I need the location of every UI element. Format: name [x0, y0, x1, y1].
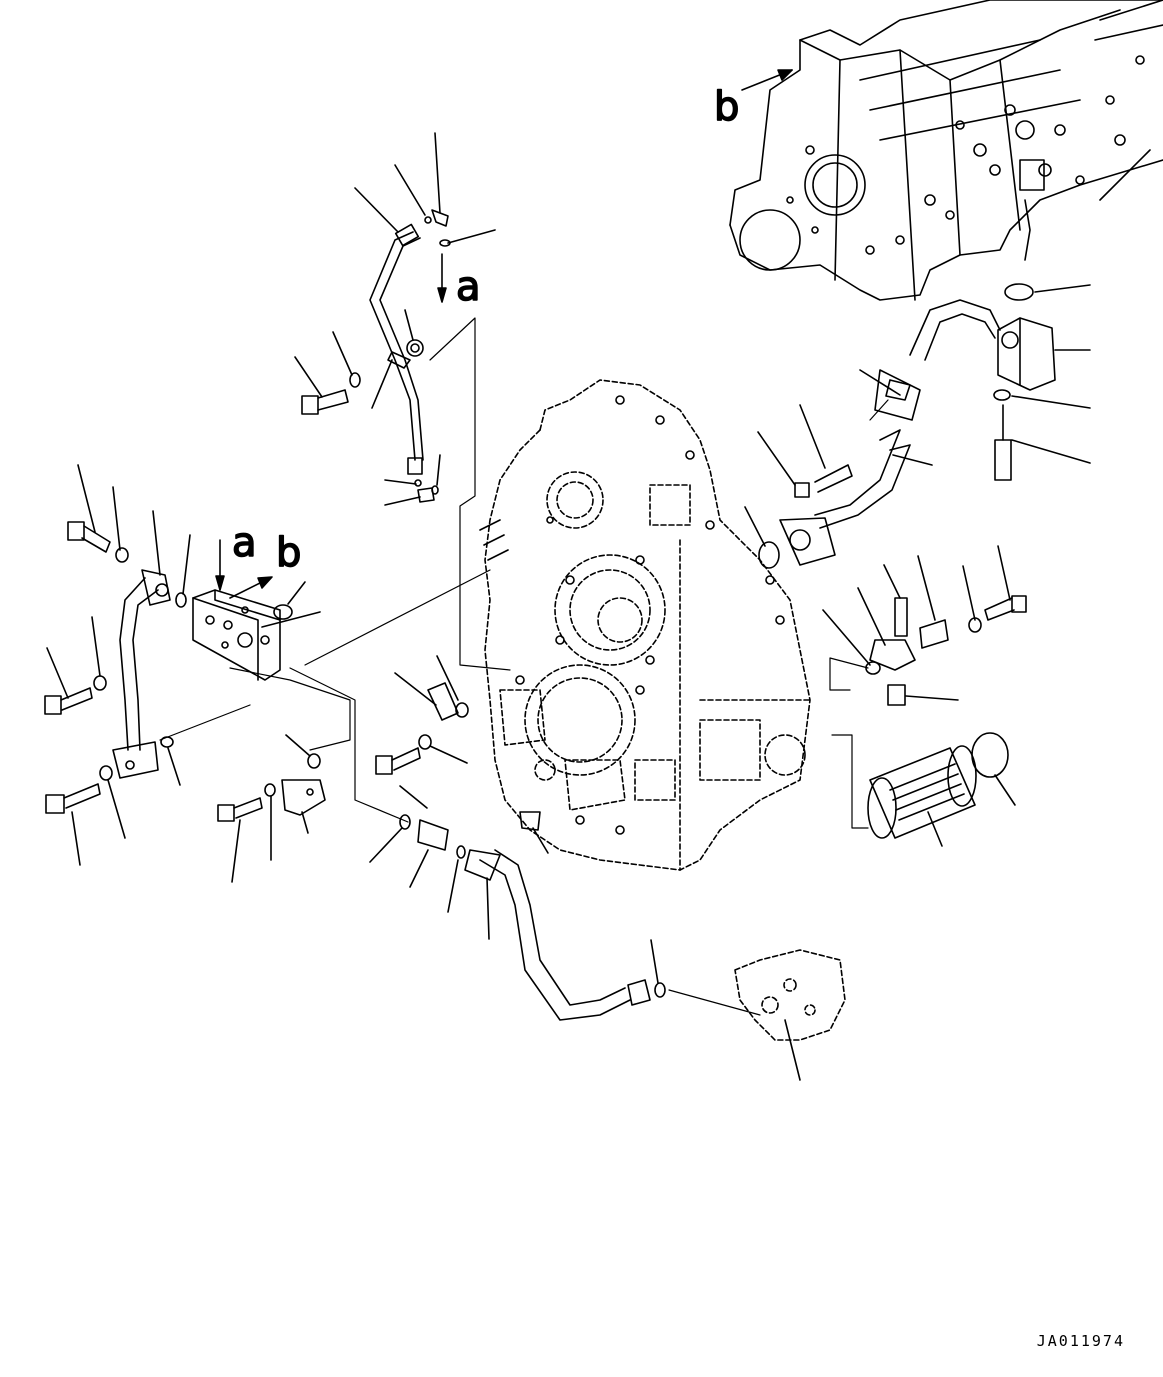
bolts-left	[45, 522, 128, 813]
leader-lines-left	[47, 465, 320, 865]
leader-valve	[785, 1020, 800, 1080]
drawing-code: JA011974	[1036, 1332, 1125, 1350]
engine-block	[730, 0, 1163, 300]
transmission-housing	[485, 380, 810, 870]
arrow-b-left	[230, 577, 272, 598]
housing-bolts	[516, 396, 784, 834]
callout-a-left: a	[232, 520, 257, 566]
right-flange-hose	[745, 370, 932, 568]
arrow-b-engine	[742, 70, 792, 90]
leader-lines-top	[295, 133, 495, 505]
o-ring	[274, 605, 292, 619]
right-hose-upper	[910, 284, 1090, 480]
valve-block-lower	[735, 950, 845, 1040]
connection-lines	[160, 318, 888, 1015]
bracket-assembly	[218, 735, 325, 882]
right-fittings-mid	[823, 546, 1026, 705]
lead	[400, 786, 427, 808]
arrow-a-left	[216, 540, 224, 590]
callout-b-left: b	[276, 530, 301, 576]
oil-filter	[868, 733, 1015, 846]
top-pipe	[302, 210, 450, 502]
left-pipe	[113, 570, 186, 778]
center-fittings	[376, 656, 548, 853]
lower-hose	[370, 815, 665, 1020]
callout-a-top: a	[456, 264, 481, 310]
left-manifold-block	[193, 590, 280, 680]
callout-b-engine: b	[714, 84, 739, 130]
arrow-a-top	[438, 254, 446, 302]
housing-hatch	[480, 520, 508, 560]
